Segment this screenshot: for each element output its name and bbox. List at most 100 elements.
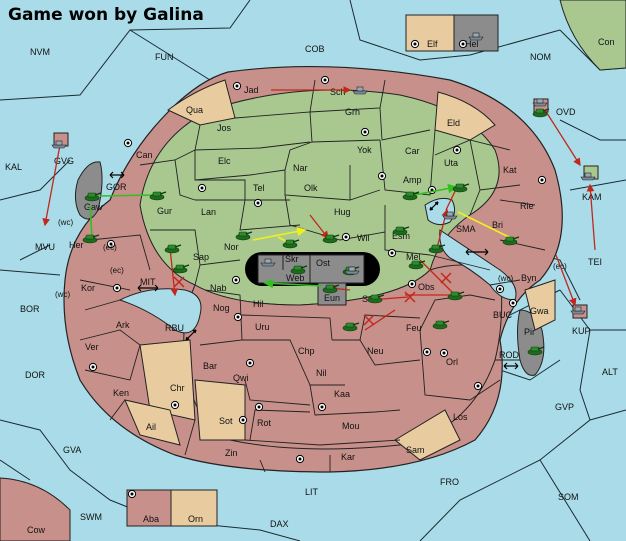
svg-text:Esm: Esm: [392, 231, 410, 241]
svg-text:SOM: SOM: [558, 492, 579, 502]
region-ail[interactable]: [124, 399, 181, 446]
svg-text:Nil: Nil: [316, 368, 327, 378]
svg-text:Grh: Grh: [345, 107, 360, 117]
svg-text:Uta: Uta: [444, 158, 458, 168]
region-qua[interactable]: [167, 79, 236, 126]
svg-text:Feu: Feu: [406, 323, 422, 333]
svg-text:NVM: NVM: [30, 47, 50, 57]
svg-text:MIT: MIT: [140, 277, 156, 287]
svg-text:Qwi: Qwi: [233, 373, 249, 383]
svg-text:Ver: Ver: [85, 342, 99, 352]
svg-text:Aba: Aba: [143, 514, 159, 524]
svg-text:Can: Can: [136, 150, 153, 160]
svg-text:Jos: Jos: [217, 123, 232, 133]
svg-text:Kor: Kor: [81, 283, 95, 293]
svg-text:Los: Los: [453, 412, 468, 422]
svg-text:Hel: Hel: [465, 39, 479, 49]
svg-text:Orn: Orn: [188, 514, 203, 524]
svg-text:Wil: Wil: [357, 233, 370, 243]
svg-text:Nab: Nab: [210, 283, 227, 293]
region-sam[interactable]: [394, 409, 461, 461]
region-cow[interactable]: [0, 477, 71, 541]
svg-text:Sch: Sch: [330, 87, 346, 97]
svg-text:(wc): (wc): [498, 274, 513, 283]
svg-text:Mou: Mou: [342, 421, 360, 431]
svg-text:Bar: Bar: [203, 361, 217, 371]
svg-text:Olk: Olk: [304, 183, 318, 193]
svg-text:GVP: GVP: [555, 402, 574, 412]
svg-text:(wc): (wc): [55, 290, 70, 299]
svg-text:Nog: Nog: [213, 303, 230, 313]
region-eld[interactable]: [434, 91, 496, 141]
svg-text:SWM: SWM: [80, 512, 102, 522]
region-gwa[interactable]: [524, 279, 556, 331]
svg-text:Car: Car: [405, 146, 420, 156]
svg-text:FRO: FRO: [440, 477, 459, 487]
svg-text:FUN: FUN: [155, 52, 174, 62]
svg-text:Ost: Ost: [316, 258, 331, 268]
svg-text:Zin: Zin: [225, 448, 238, 458]
svg-text:Gwa: Gwa: [530, 306, 549, 316]
svg-text:Ail: Ail: [146, 422, 156, 432]
svg-text:(ec): (ec): [103, 243, 117, 252]
svg-text:Cow: Cow: [27, 525, 46, 535]
svg-text:Jad: Jad: [244, 85, 259, 95]
svg-text:Kat: Kat: [503, 165, 517, 175]
svg-text:Con: Con: [598, 37, 615, 47]
svg-text:LIT: LIT: [305, 487, 319, 497]
svg-text:Orl: Orl: [446, 357, 458, 367]
svg-text:MVU: MVU: [35, 242, 55, 252]
svg-text:TEI: TEI: [588, 257, 602, 267]
svg-text:Qua: Qua: [186, 105, 203, 115]
svg-text:Kaa: Kaa: [334, 389, 350, 399]
svg-text:Pir: Pir: [524, 327, 535, 337]
region-sot[interactable]: [194, 379, 246, 441]
svg-text:Gaw: Gaw: [84, 202, 103, 212]
svg-text:Byn: Byn: [521, 273, 537, 283]
svg-text:Chr: Chr: [170, 383, 185, 393]
svg-text:Obs: Obs: [418, 282, 435, 292]
svg-text:RBU: RBU: [165, 323, 184, 333]
green-orders: [89, 183, 458, 289]
svg-text:GVG: GVG: [54, 156, 74, 166]
province-borders: [79, 79, 546, 473]
svg-text:KAM: KAM: [582, 192, 602, 202]
svg-text:BOR: BOR: [20, 304, 40, 314]
svg-text:Amp: Amp: [403, 175, 422, 185]
svg-text:Web: Web: [286, 273, 304, 283]
svg-text:Rot: Rot: [257, 418, 272, 428]
svg-text:Bri: Bri: [492, 220, 503, 230]
failed-orders: [173, 272, 452, 326]
svg-text:ROD: ROD: [499, 350, 520, 360]
svg-text:Ark: Ark: [116, 320, 130, 330]
svg-text:Chp: Chp: [298, 346, 315, 356]
svg-text:(ec): (ec): [110, 266, 124, 275]
svg-text:OVD: OVD: [556, 107, 576, 117]
gate-arrows: [109, 171, 519, 370]
svg-text:Ken: Ken: [113, 388, 129, 398]
region-orn[interactable]: [170, 489, 218, 527]
svg-text:GOR: GOR: [106, 182, 127, 192]
svg-text:Mel: Mel: [406, 252, 421, 262]
svg-text:Neu: Neu: [367, 346, 384, 356]
svg-text:Sam: Sam: [406, 445, 425, 455]
region-gaw-gray[interactable]: [74, 161, 103, 220]
svg-text:Nor: Nor: [224, 242, 239, 252]
svg-text:GVA: GVA: [63, 445, 81, 455]
page-title: Game won by Galina: [8, 5, 204, 25]
svg-text:ALT: ALT: [602, 367, 618, 377]
svg-text:Tel: Tel: [253, 183, 265, 193]
svg-text:Her: Her: [69, 240, 84, 250]
svg-text:Elc: Elc: [218, 156, 231, 166]
svg-text:Eld: Eld: [447, 118, 460, 128]
region-con[interactable]: [559, 0, 626, 71]
svg-text:(wc): (wc): [58, 218, 73, 227]
svg-text:Nar: Nar: [293, 163, 308, 173]
svg-text:Rie: Rie: [520, 201, 534, 211]
svg-text:Skr: Skr: [285, 254, 299, 264]
svg-text:Sot: Sot: [219, 416, 233, 426]
